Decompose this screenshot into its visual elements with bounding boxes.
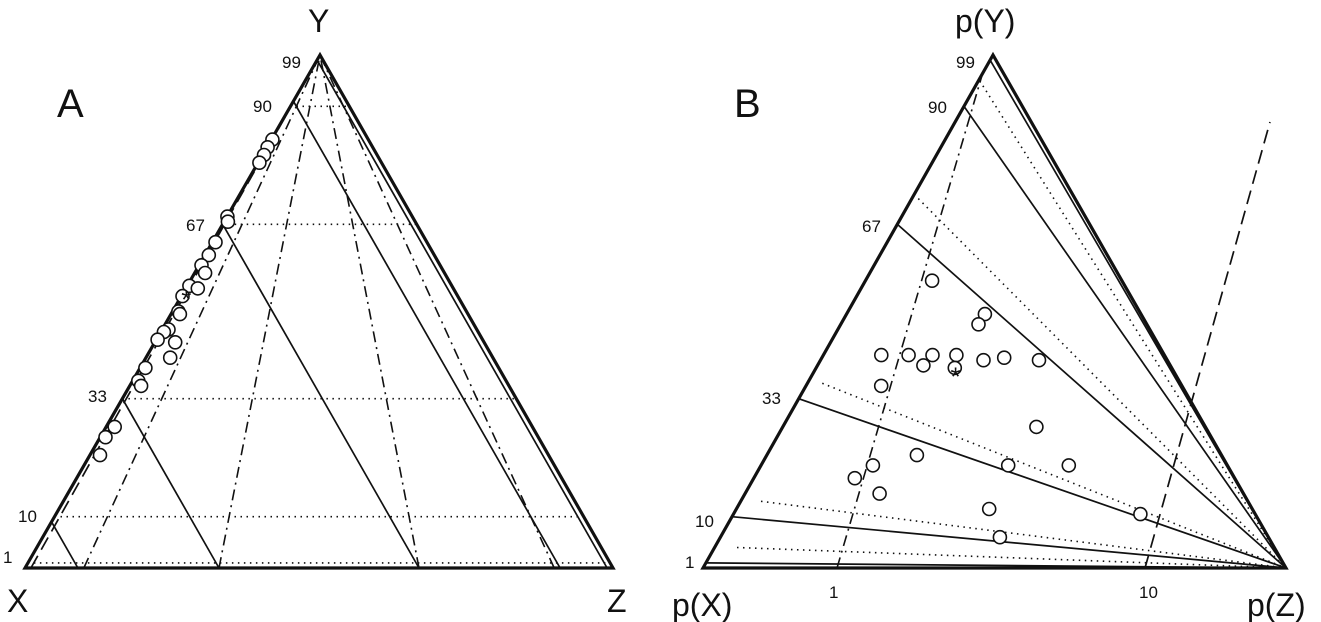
panel-b-vertex-y-label: p(Y)	[955, 3, 1015, 39]
panel-b-tick-67: 67	[862, 217, 881, 236]
panel-a: * A X Y Z 1 10 33 67 90 99	[3, 3, 627, 619]
panel-b-point-11	[947, 360, 963, 376]
panel-b-triangle-outline	[700, 51, 1289, 570]
panel-b-x-tick-1: 1	[829, 583, 838, 602]
panel-a-dashdot-line-2	[319, 54, 420, 569]
panel-b-point-9	[1031, 352, 1047, 368]
panel-b-dotted-level-33	[822, 382, 1287, 569]
panel-b-point-3	[873, 347, 889, 363]
panel-a-dashdot-line-3	[319, 54, 555, 569]
panel-a-point-25	[92, 447, 108, 463]
panel-b-grid-lines	[705, 59, 1287, 569]
panel-a-point-18	[167, 334, 183, 350]
panel-b-point-12	[873, 378, 889, 394]
panel-b-dotted-level-90	[979, 80, 1287, 569]
panel-b-point-7	[996, 350, 1012, 366]
panel-a-point-12	[175, 288, 190, 304]
panel-a-point-9	[197, 265, 213, 281]
panel-b-solid-level-33	[798, 397, 1287, 569]
panel-b-tick-10: 10	[695, 512, 714, 531]
panel-a-tick-1: 1	[3, 548, 12, 567]
panel-a-point-14	[172, 306, 188, 322]
panel-b-solid-level-10	[731, 515, 1287, 569]
panel-b-point-8	[976, 352, 991, 368]
panel-a-solid-line-3	[292, 100, 561, 569]
panel-a-vertex-y-label: Y	[308, 3, 329, 39]
panel-b-point-5	[925, 347, 940, 363]
panel-b-tick-33: 33	[762, 389, 781, 408]
panel-a-triangle-outline	[22, 51, 616, 570]
panel-b-x-tick-10: 10	[1139, 583, 1158, 602]
panel-a-point-22	[133, 378, 149, 394]
panel-b-point-18	[847, 470, 863, 486]
panel-a-grid-lines	[27, 54, 611, 569]
panel-a-tick-10: 10	[18, 507, 37, 526]
panel-b-point-19	[872, 486, 887, 501]
panel-a-point-17	[150, 332, 165, 348]
panel-b-point-17	[1061, 458, 1077, 473]
panel-b-solid-level-67	[896, 223, 1287, 569]
panel-a-solid-line-1	[121, 398, 220, 569]
panel-b-tick-90: 90	[928, 98, 947, 117]
panel-a-solid-line-0	[50, 521, 79, 569]
panel-a-point-19	[162, 350, 178, 366]
panel-b-point-6	[949, 347, 964, 363]
panel-a-point-7	[201, 247, 217, 263]
panel-b-vertex-z-label: p(Z)	[1247, 587, 1306, 622]
panel-a-point-23	[107, 419, 122, 435]
panel-a-dashdot-line-1	[218, 54, 321, 569]
panel-a-point-5	[220, 214, 236, 229]
panel-b-point-15	[865, 458, 881, 473]
panel-b-dotted-level-10	[760, 500, 1287, 569]
panel-a-tick-33: 33	[88, 387, 107, 406]
panel-a-tick-99: 99	[282, 53, 301, 72]
panel-a-data-points: *	[92, 132, 280, 463]
panel-a-vertex-x-label: X	[7, 583, 28, 619]
panel-b-point-0	[924, 273, 940, 289]
panel-b-star-marker: *	[951, 362, 961, 392]
panel-b-point-1	[977, 306, 993, 322]
panel-a-point-20	[138, 360, 153, 376]
panel-a-point-24	[98, 429, 113, 445]
panel-a-point-3	[252, 155, 267, 170]
panel-a-vertex-z-label: Z	[607, 583, 627, 619]
panel-a-point-11	[190, 281, 206, 296]
panel-b-label: B	[734, 82, 761, 126]
panel-a-solid-line-2	[221, 223, 420, 569]
panel-b-point-16	[1000, 458, 1016, 473]
panel-b-dashed-line	[1144, 121, 1271, 569]
panel-a-label: A	[57, 82, 84, 126]
panel-a-point-6	[208, 234, 223, 250]
panel-b-point-10	[916, 358, 931, 373]
panel-a-tick-67: 67	[186, 216, 205, 235]
panel-b-point-21	[1133, 506, 1148, 522]
panel-a-star-marker: *	[181, 285, 191, 315]
panel-b-vertex-x-label: p(X)	[672, 587, 732, 622]
panel-b-point-2	[971, 316, 986, 332]
panel-a-dashdot-line-0	[83, 54, 321, 569]
panel-b-point-14	[909, 447, 925, 463]
panel-b-point-4	[901, 347, 916, 363]
panel-b-dashdot-line	[836, 71, 984, 569]
panel-a-solid-line-4	[316, 59, 608, 569]
panel-b-point-20	[981, 501, 997, 517]
panel-b: * B p(X) p(Y) p(Z) 1 10 33 67 90 99 1 10	[672, 3, 1306, 622]
panel-b-tick-99: 99	[956, 53, 975, 72]
panel-a-tick-90: 90	[253, 97, 272, 116]
panel-b-tick-1: 1	[685, 553, 694, 572]
panel-b-point-22	[992, 529, 1008, 545]
panel-b-point-13	[1029, 419, 1044, 435]
panel-b-solid-level-90	[963, 105, 1287, 569]
panel-b-data-points: *	[847, 273, 1148, 545]
